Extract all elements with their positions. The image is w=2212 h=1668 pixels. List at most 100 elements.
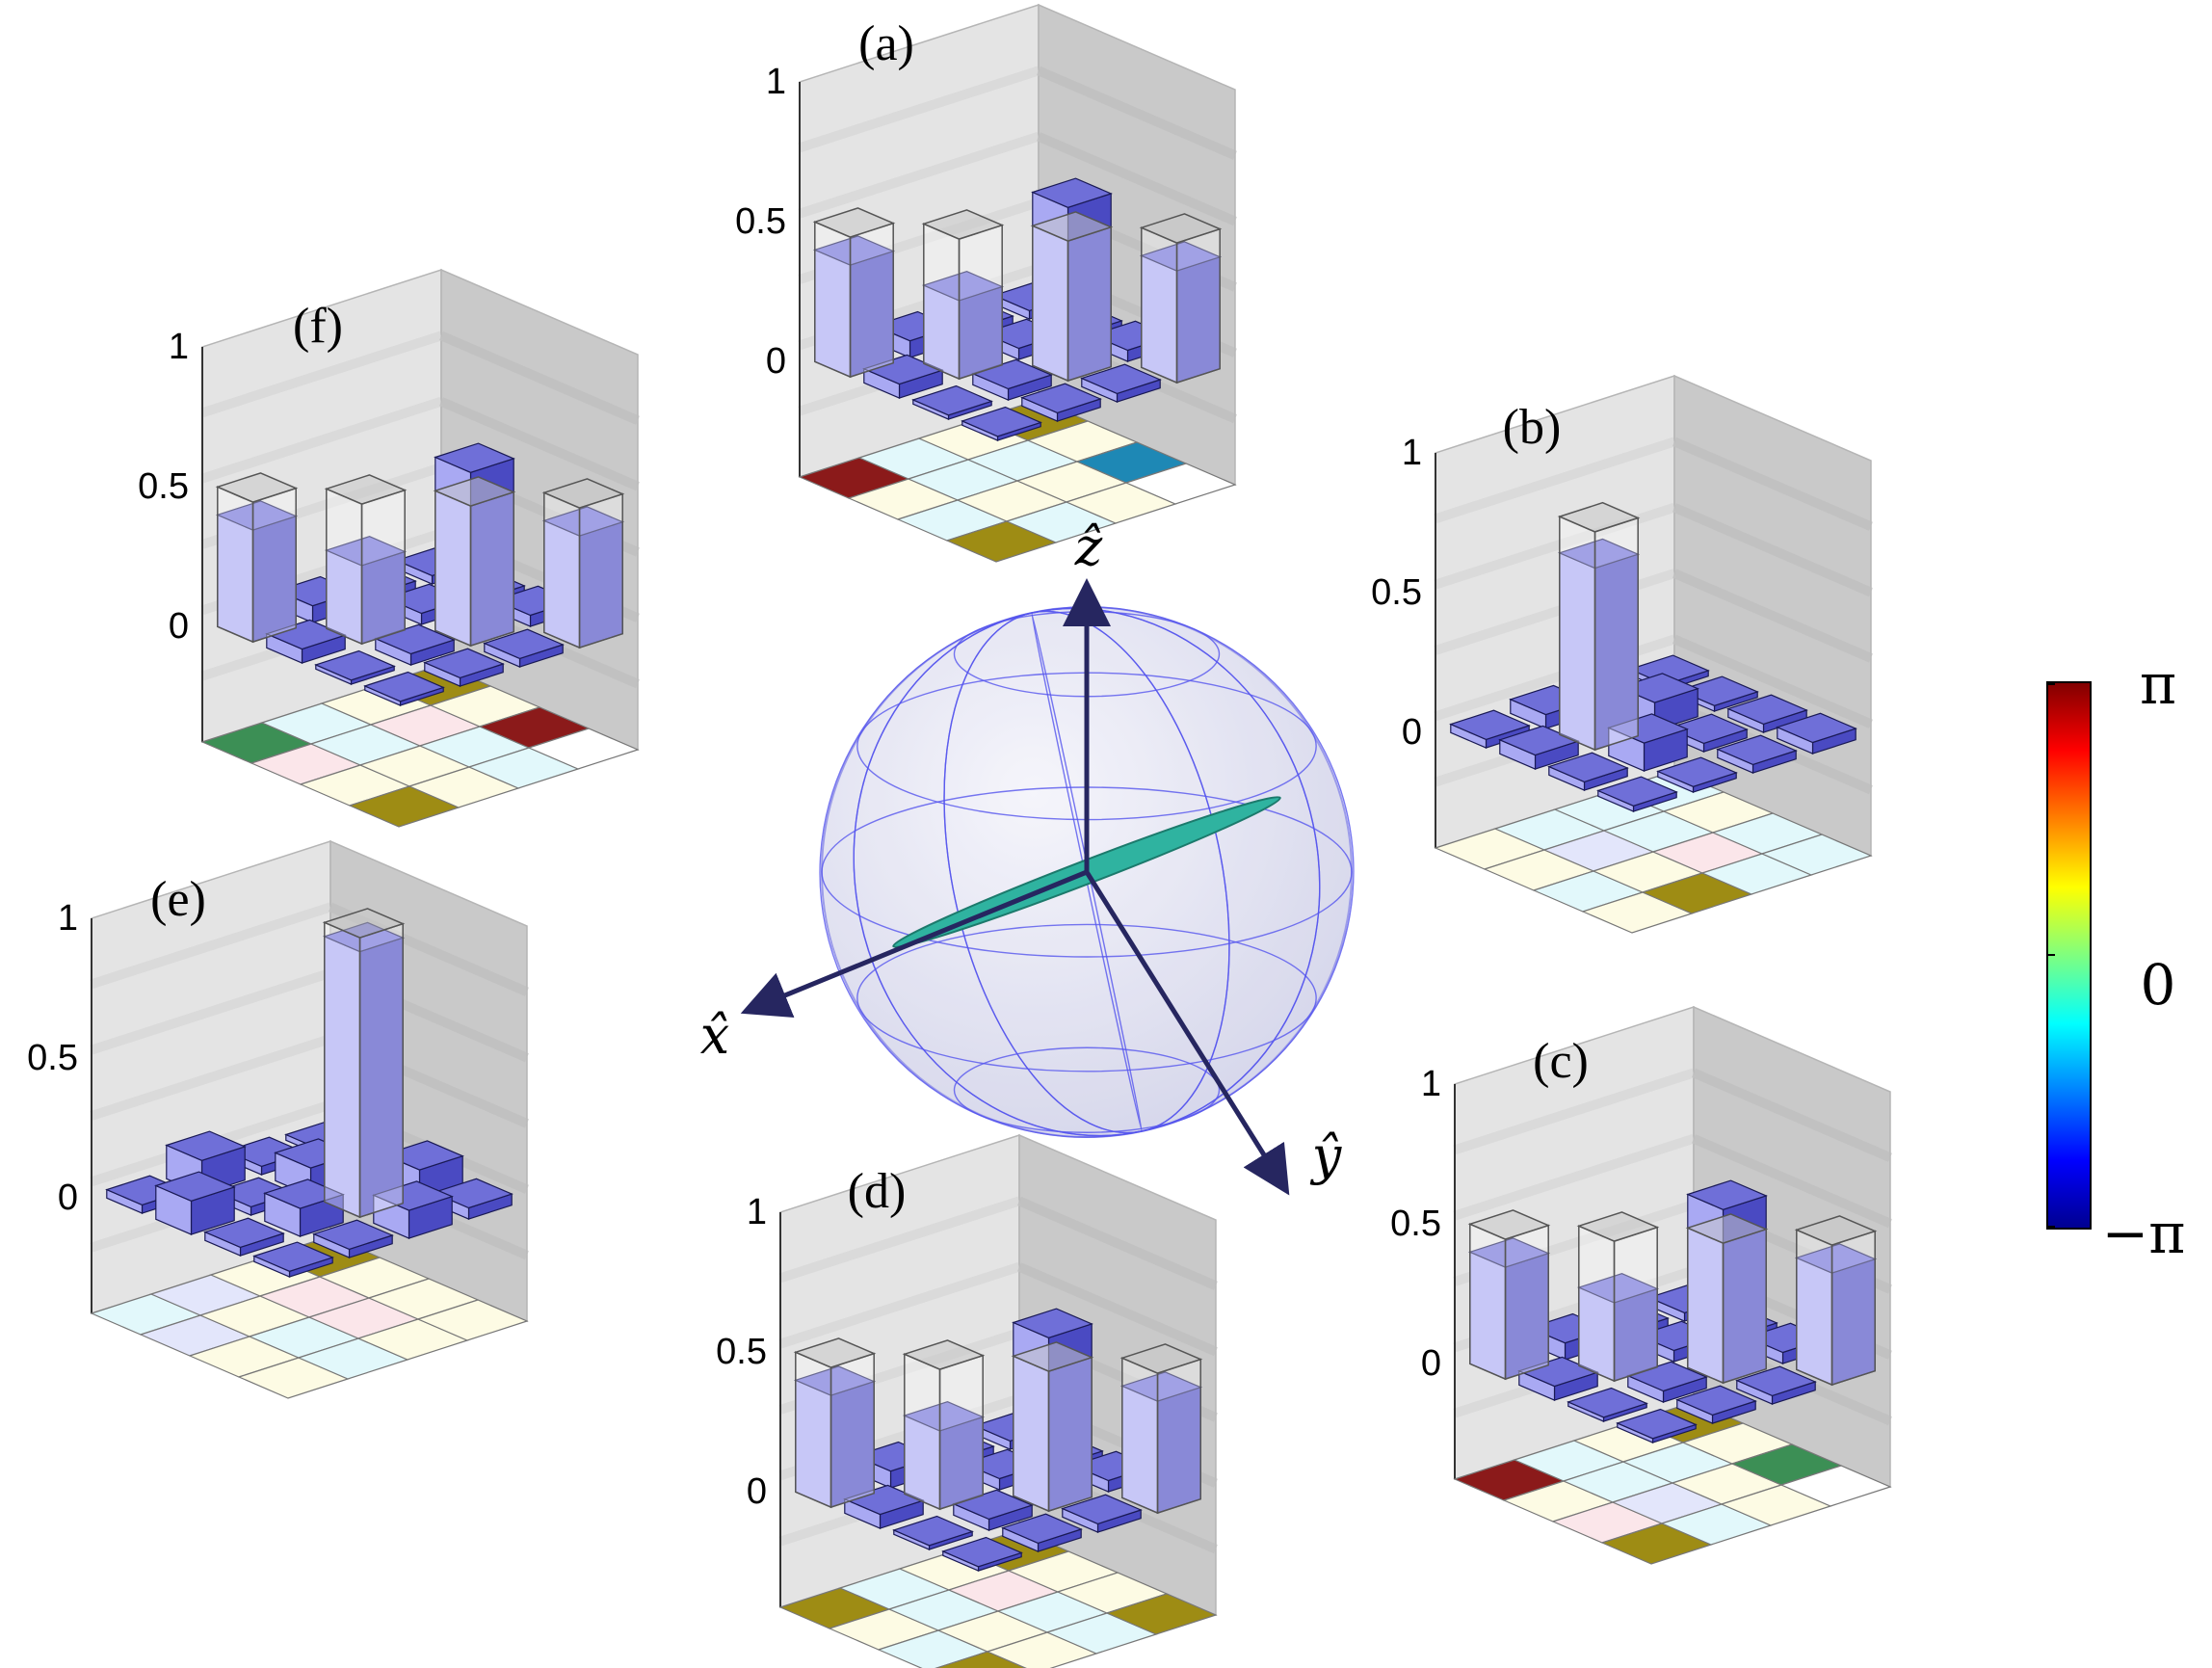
bar-top-face: [363, 671, 445, 702]
bar: [1020, 383, 1102, 423]
bar-top-face: [483, 628, 565, 660]
bar: [1776, 712, 1857, 755]
bloch-sphere: ẑ x̂ ŷ: [700, 516, 1355, 1196]
bar-top-face: [1012, 1308, 1093, 1338]
ideal-front-face: [1722, 1228, 1767, 1385]
bar: [1675, 1385, 1757, 1425]
bar: [252, 1241, 334, 1279]
colorbar-label-top: π: [2140, 651, 2176, 717]
ideal-front-face: [1613, 1226, 1658, 1383]
ideal-side-face: [1796, 1229, 1833, 1387]
bar: [961, 406, 1042, 442]
bar-top-face: [1618, 673, 1699, 703]
ideal-side-face: [543, 491, 581, 649]
bar: [911, 384, 993, 421]
ideal-side-face: [1121, 1357, 1159, 1515]
x-axis-line: [740, 869, 1088, 1019]
bar: [372, 1180, 454, 1240]
bar-top-face: [941, 1536, 1023, 1568]
latitude-line: [856, 923, 1317, 1072]
wall-stripe: [1017, 1262, 1218, 1357]
phase-cell: [1760, 834, 1873, 876]
z-tick-label: 0: [747, 1471, 767, 1512]
ideal-front-face: [1504, 1224, 1549, 1381]
ideal-box: [1794, 1215, 1878, 1387]
ideal-top-face: [1119, 1343, 1203, 1374]
ideal-box: [812, 207, 896, 379]
wall-stripe: [1692, 1068, 1892, 1162]
bar: [483, 628, 565, 669]
ideal-top-face: [1557, 501, 1641, 533]
ideal-front-face: [1175, 227, 1221, 384]
wall-stripe: [1037, 132, 1237, 226]
ideal-box: [322, 908, 406, 1219]
bar-top-face: [1547, 752, 1629, 783]
ideal-front-face: [1593, 516, 1639, 752]
ideal-side-face: [795, 1351, 832, 1509]
bar: [1080, 363, 1162, 404]
ideal-side-face: [1578, 1225, 1616, 1383]
bar-top-face: [961, 406, 1042, 437]
wall-stripe: [1672, 503, 1873, 597]
wall-stripe: [90, 967, 332, 1055]
bar-top-face: [432, 1178, 514, 1209]
ideal-box: [1576, 1211, 1660, 1383]
bar: [1468, 1237, 1550, 1381]
panel-f: 00.51(f): [138, 268, 640, 828]
y-axis-label: ŷ: [1310, 1125, 1343, 1186]
z-tick-label: 0.5: [27, 1038, 78, 1078]
z-tick-label: 0: [169, 606, 189, 647]
panel-label: (e): [150, 872, 206, 927]
ideal-box: [1011, 1341, 1094, 1513]
z-tick-label: 0: [1421, 1343, 1441, 1384]
phase-cell: [1124, 463, 1237, 505]
bar: [1686, 1179, 1768, 1385]
ideal-side-face: [1687, 1227, 1725, 1385]
z-axis-label: ẑ: [1074, 516, 1103, 577]
z-tick-label: 0.5: [138, 466, 189, 507]
z-tick-label: 0.5: [1371, 572, 1422, 613]
phase-cell: [1105, 1593, 1218, 1635]
ideal-top-face: [1139, 213, 1223, 244]
longitude-line: [853, 607, 1321, 1137]
z-tick-label: 1: [747, 1192, 767, 1232]
bar: [263, 1178, 345, 1238]
panel-label: (d): [848, 1164, 907, 1219]
ideal-side-face: [217, 486, 254, 644]
ideal-top-face: [322, 908, 406, 939]
phase-cell: [527, 728, 640, 770]
bar: [1726, 694, 1808, 734]
wall-stripe: [439, 397, 640, 491]
ideal-box: [324, 474, 408, 646]
ideal-side-face: [1469, 1223, 1507, 1381]
ideal-top-face: [1467, 1209, 1551, 1240]
bar-top-face: [1061, 1494, 1143, 1525]
ideal-front-face: [1066, 225, 1112, 383]
ideal-top-face: [541, 478, 625, 509]
wall-stripe: [1017, 1196, 1218, 1290]
bar: [1120, 1371, 1202, 1515]
colorbar-label-mid: 0: [2141, 952, 2176, 1018]
z-tick-label: 1: [1402, 433, 1422, 473]
ideal-front-face: [469, 490, 514, 648]
panel-label: (a): [858, 16, 914, 71]
bar: [434, 442, 515, 648]
ideal-top-face: [215, 472, 299, 503]
ideal-top-face: [793, 1337, 877, 1368]
bar: [1517, 1356, 1599, 1402]
bar-top-face: [1735, 1365, 1817, 1397]
ideal-front-face: [830, 1352, 875, 1509]
bar-top-face: [165, 1130, 247, 1161]
bar: [1795, 1243, 1877, 1387]
wall-stripe: [1672, 634, 1873, 728]
bar-top-face: [1656, 756, 1738, 787]
bar-top-face: [1675, 1385, 1757, 1416]
bar: [216, 500, 298, 644]
ideal-top-face: [1030, 211, 1114, 242]
panel-e: 00.51(e): [27, 839, 529, 1399]
bar: [794, 1365, 876, 1509]
bar-top-face: [911, 384, 993, 416]
ideal-front-face: [1830, 1230, 1876, 1387]
ideal-box: [1139, 213, 1223, 384]
bar-top-face: [252, 1241, 334, 1272]
